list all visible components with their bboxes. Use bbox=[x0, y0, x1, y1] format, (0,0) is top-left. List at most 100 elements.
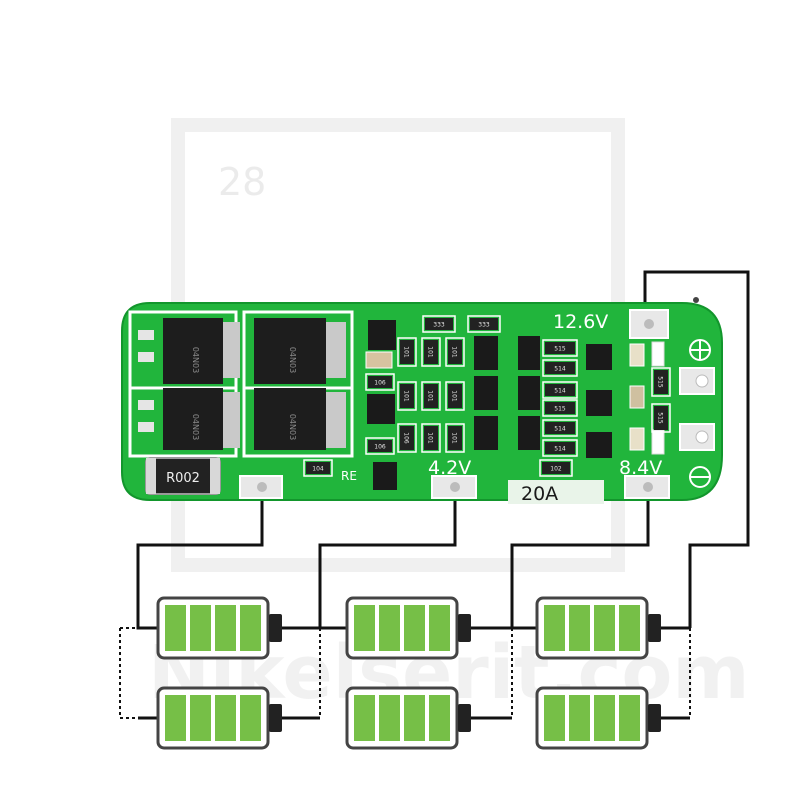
resistor-outline bbox=[651, 403, 671, 433]
ic-4 bbox=[586, 344, 612, 370]
battery-cell bbox=[619, 695, 640, 741]
resistor-outline bbox=[539, 459, 573, 477]
ic-9 bbox=[474, 416, 498, 450]
mosfet-tab-4 bbox=[326, 392, 346, 448]
battery-terminal bbox=[458, 614, 471, 642]
ic-group bbox=[367, 320, 612, 490]
mosfet-tab-3 bbox=[326, 322, 346, 378]
battery bbox=[345, 686, 471, 750]
mosfet-chip-4 bbox=[254, 388, 326, 450]
resistor: 101 bbox=[421, 337, 441, 367]
battery-cell bbox=[594, 695, 615, 741]
ic-11 bbox=[518, 376, 540, 410]
resistor-body bbox=[424, 384, 438, 408]
battery-cell bbox=[354, 695, 375, 741]
voltage-label-top: 12.6V bbox=[553, 311, 608, 333]
resistor: 514 bbox=[542, 439, 578, 457]
battery-cell bbox=[165, 695, 186, 741]
battery-cell bbox=[404, 695, 425, 741]
resistor-outline bbox=[467, 315, 501, 333]
resistor-body bbox=[424, 340, 438, 364]
ic-12 bbox=[518, 416, 540, 450]
resistor-outline bbox=[303, 459, 333, 477]
resistor-outline bbox=[421, 423, 441, 453]
capacitor-3 bbox=[629, 427, 645, 451]
capacitor-2 bbox=[629, 385, 645, 409]
resistor-body bbox=[424, 426, 438, 450]
ic-8 bbox=[474, 376, 498, 410]
battery-cell bbox=[569, 605, 590, 651]
resistor-body bbox=[545, 342, 575, 354]
battery-cell bbox=[165, 605, 186, 651]
resistor: 101 bbox=[397, 337, 417, 367]
mosfet-tab-2 bbox=[222, 392, 240, 448]
capacitor-1 bbox=[629, 343, 645, 367]
resistor-body bbox=[470, 318, 498, 330]
resistor-body bbox=[545, 422, 575, 434]
resistor: 333 bbox=[467, 315, 501, 333]
resistor-code: 101 bbox=[451, 346, 458, 358]
resistor-body bbox=[448, 426, 462, 450]
mosfet-pin-2a bbox=[138, 400, 154, 410]
minus-symbol-icon bbox=[689, 466, 711, 488]
resistor-body bbox=[545, 384, 575, 396]
resistor-code: 514 bbox=[554, 426, 566, 433]
resistor-code: 106 bbox=[374, 444, 386, 451]
resistor-outline bbox=[542, 381, 578, 399]
resistor-code: 101 bbox=[427, 432, 434, 444]
pad-p-minus-hole bbox=[695, 430, 709, 444]
wire-b2 bbox=[510, 490, 650, 630]
battery-cell bbox=[544, 695, 565, 741]
resistor: 514 bbox=[542, 359, 578, 377]
battery-group bbox=[156, 596, 661, 750]
resistor: 101 bbox=[445, 337, 465, 367]
resistor-body bbox=[400, 340, 414, 364]
resistor-outline bbox=[397, 381, 417, 411]
pad-b2-hole bbox=[643, 482, 653, 492]
resistor-outline bbox=[397, 337, 417, 367]
resistor: 515 bbox=[542, 399, 578, 417]
battery-cell bbox=[190, 605, 211, 651]
resistor-code: 333 bbox=[433, 322, 445, 329]
battery-terminal bbox=[269, 704, 282, 732]
pad-group bbox=[239, 309, 715, 499]
resistor: 515 bbox=[651, 403, 671, 433]
resistor-code: 101 bbox=[403, 346, 410, 358]
battery-terminal bbox=[648, 704, 661, 732]
shunt-label: R002 bbox=[166, 471, 200, 486]
battery-cell bbox=[215, 695, 236, 741]
resistor-code: 515 bbox=[554, 406, 566, 413]
battery-cell bbox=[215, 605, 236, 651]
resistor: 106 bbox=[365, 437, 395, 455]
resistor: 106 bbox=[397, 423, 417, 453]
battery-cell bbox=[379, 695, 400, 741]
pad-b-plus bbox=[629, 309, 669, 339]
resistor-outline bbox=[445, 381, 465, 411]
voltage-label-left: 4.2V bbox=[428, 457, 471, 479]
current-rating-box bbox=[508, 480, 604, 504]
resistor-outline bbox=[397, 423, 417, 453]
pad-b-minus-hole bbox=[257, 482, 267, 492]
resistor-code: 106 bbox=[374, 380, 386, 387]
ic-10 bbox=[518, 336, 540, 370]
battery-cell bbox=[429, 605, 450, 651]
mosfet-label-1: 04N03 bbox=[191, 347, 200, 373]
resistor-body bbox=[545, 362, 575, 374]
resistor-code: 514 bbox=[554, 446, 566, 453]
resistor-code: 101 bbox=[427, 390, 434, 402]
capacitor-4 bbox=[365, 351, 393, 369]
resistor-body bbox=[306, 462, 330, 474]
resistor-code: 333 bbox=[478, 322, 490, 329]
resistor-body bbox=[545, 442, 575, 454]
shunt-end-left bbox=[146, 458, 156, 494]
resistor-code: 514 bbox=[554, 366, 566, 373]
battery-terminal bbox=[648, 614, 661, 642]
resistor-body bbox=[654, 406, 668, 430]
resistor-outline bbox=[651, 367, 671, 397]
shunt-end-right bbox=[210, 458, 220, 494]
resistor-outline bbox=[421, 381, 441, 411]
mosfet-group: 04N03 04N03 04N03 04N03 bbox=[128, 310, 354, 458]
resistor: 101 bbox=[421, 381, 441, 411]
resistor: 333 bbox=[422, 315, 456, 333]
